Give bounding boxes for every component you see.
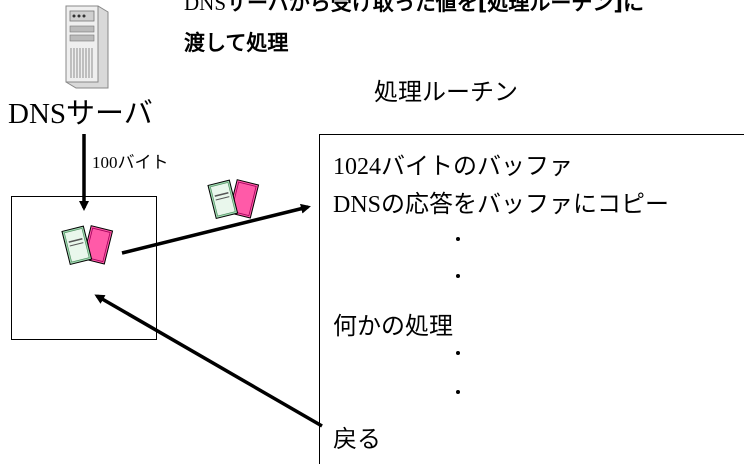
diagram-caption: DNSサーバから受け取った値を[処理ルーチン]に 渡して処理: [184, 0, 644, 63]
books-icon: [207, 179, 260, 220]
transfer-size-label: 100バイト: [92, 153, 169, 173]
caption-line2: 渡して処理: [184, 31, 289, 55]
ellipsis-dot: [456, 237, 460, 241]
routine-title: 処理ルーチン: [374, 78, 518, 106]
routine-line-return: 戻る: [333, 425, 381, 453]
return-arrow: [94, 294, 323, 428]
routine-line-copy: DNSの応答をバッファにコピー: [333, 190, 670, 218]
routine-line-process: 何かの処理: [333, 312, 453, 340]
caption-line1: サーバから受け取った値を[処理ルーチン]に: [226, 0, 644, 15]
server-tower-icon: [65, 5, 109, 89]
routine-box: [319, 134, 744, 464]
copy-arrow: [121, 203, 311, 255]
ellipsis-dot: [456, 351, 460, 355]
ellipsis-dot: [456, 274, 460, 278]
server-label: DNSサーバ: [8, 96, 153, 130]
books-icon: [61, 225, 114, 266]
arrows-layer: [79, 134, 323, 428]
caption-latin: DNS: [184, 0, 227, 15]
routine-line-buffer: 1024バイトのバッファ: [333, 152, 573, 180]
ellipsis-dot: [456, 390, 460, 394]
